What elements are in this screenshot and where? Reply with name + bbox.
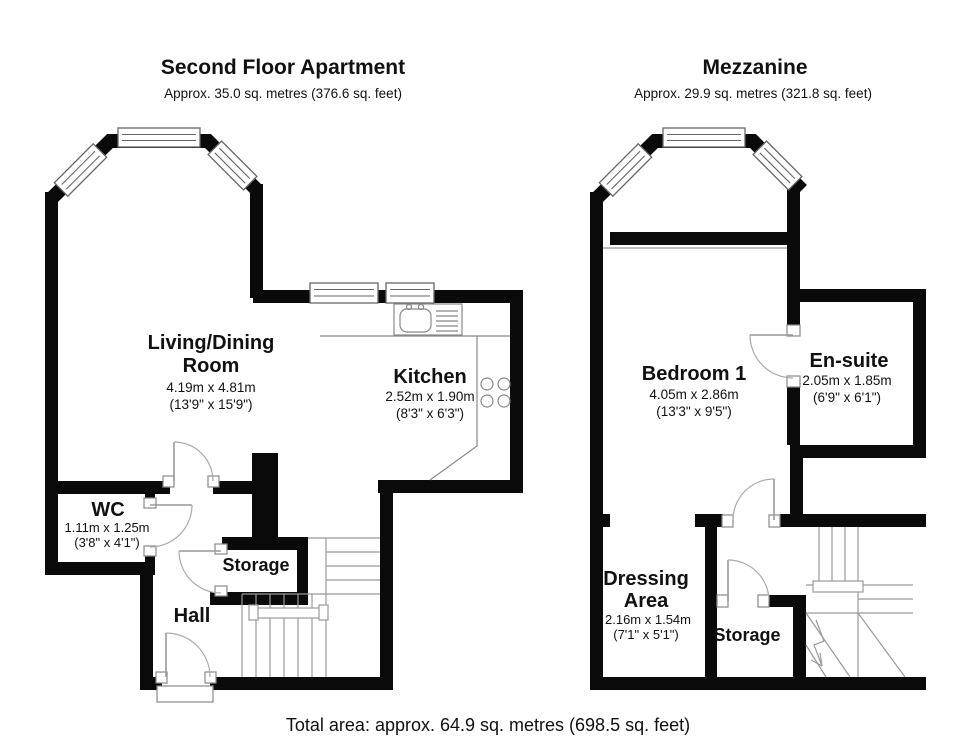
bay-windows — [598, 127, 803, 198]
plan-subtitle: Approx. 29.9 sq. metres (321.8 sq. feet) — [634, 86, 872, 101]
plan-subtitle: Approx. 35.0 sq. metres (376.6 sq. feet) — [164, 86, 402, 101]
walls — [590, 134, 926, 690]
room-name: Hall — [173, 605, 211, 627]
window — [385, 282, 435, 304]
staircase — [241, 537, 380, 677]
room-name: Storage — [222, 555, 290, 575]
stair-direction-arrow — [810, 619, 825, 667]
window — [207, 140, 258, 191]
stair-handrail — [253, 607, 325, 619]
room-name: Living/Dining — [147, 332, 275, 354]
window — [53, 142, 108, 198]
entrance-door — [155, 632, 217, 703]
room-name: Dressing — [603, 568, 689, 590]
room-dims-metric: 2.16m x 1.54m — [605, 612, 691, 627]
entrance-threshold — [156, 685, 214, 703]
room-dims-imperial: (3'8" x 4'1") — [74, 535, 140, 550]
storage-door — [178, 543, 228, 597]
plan-title: Mezzanine — [702, 56, 808, 79]
window — [309, 282, 379, 304]
bay-windows — [53, 127, 258, 198]
sink-with-drainer — [393, 303, 463, 336]
kitchen-windows — [309, 282, 435, 304]
room-dims-imperial: (13'3" x 9'5") — [656, 404, 732, 419]
room-dims-metric: 4.05m x 2.86m — [649, 387, 739, 402]
room-dims-imperial: (8'3" x 6'3") — [395, 406, 465, 421]
kitchen-fixtures — [320, 303, 511, 481]
room-name: Bedroom 1 — [641, 363, 747, 385]
storage-door — [716, 559, 770, 608]
room-dims-imperial: (13'9" x 15'9") — [169, 397, 253, 412]
room-dims-imperial: (7'1" x 5'1") — [613, 627, 679, 642]
room-dims-metric: 4.19m x 4.81m — [166, 380, 256, 395]
room-dims-metric: 2.52m x 1.90m — [385, 389, 475, 404]
stair-handrail — [812, 580, 864, 593]
plan-title: Second Floor Apartment — [160, 56, 406, 79]
room-name: Room — [182, 355, 240, 377]
room-name: Storage — [713, 625, 781, 645]
window — [117, 127, 201, 148]
bedroom-door — [721, 478, 781, 528]
wc-door — [143, 497, 193, 557]
room-dims-metric: 2.05m x 1.85m — [802, 373, 892, 388]
room-dims-metric: 1.11m x 1.25m — [64, 520, 150, 535]
room-name: Area — [623, 590, 669, 612]
hob — [480, 377, 511, 408]
room-name: Kitchen — [393, 366, 467, 388]
mezzanine-plan — [590, 127, 926, 690]
worktop — [429, 336, 478, 481]
window — [598, 142, 653, 198]
window — [752, 140, 803, 191]
living-room-door — [162, 441, 220, 488]
window — [662, 127, 746, 148]
second-floor-plan — [45, 127, 523, 703]
staircase — [805, 527, 913, 678]
ensuite-door — [749, 324, 801, 388]
room-name: En-suite — [809, 350, 889, 372]
room-name: WC — [91, 499, 125, 521]
total-area-label: Total area: approx. 64.9 sq. metres (698… — [285, 715, 691, 735]
room-dims-imperial: (6'9" x 6'1") — [812, 390, 882, 405]
